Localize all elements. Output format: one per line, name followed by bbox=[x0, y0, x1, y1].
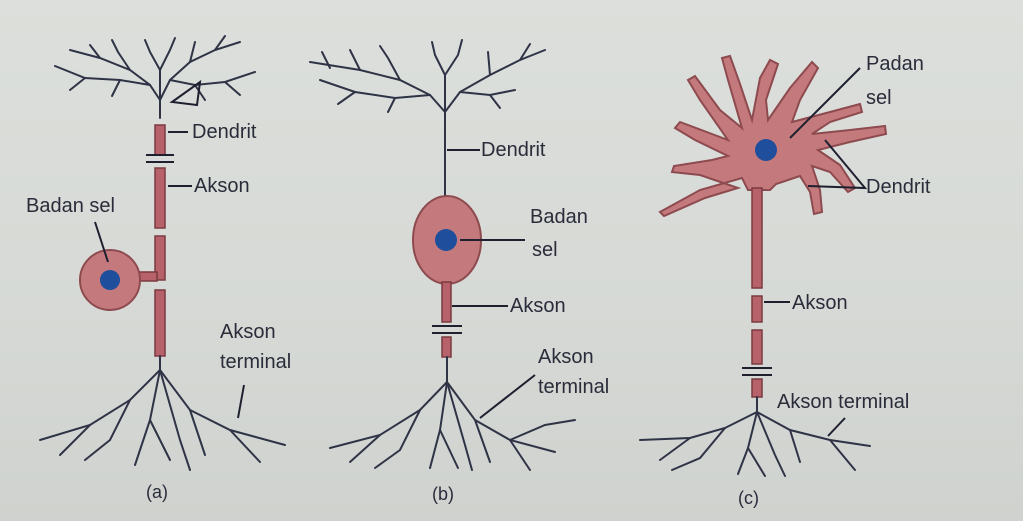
neuron-c-cell-body-label-1: Padan bbox=[866, 53, 924, 75]
neuron-c-cell-body bbox=[658, 54, 888, 218]
neuron-c-dendrite-label: Dendrit bbox=[866, 176, 931, 198]
neuron-c-axon-segment bbox=[751, 329, 763, 365]
neuron-b-terminal-label-1: Akson bbox=[538, 346, 594, 368]
neuron-b: Dendrit Badan sel Akson Akson terminal (… bbox=[309, 39, 609, 504]
neuron-a-axon-segment bbox=[154, 167, 166, 229]
neuron-c-axon-terminals bbox=[639, 396, 871, 477]
neuron-a: Dendrit Akson Badan sel Akson terminal (… bbox=[26, 35, 291, 502]
neuron-b-terminal-label-2: terminal bbox=[538, 376, 609, 398]
neuron-c-terminal-leader bbox=[827, 417, 846, 437]
neuron-a-axon-label: Akson bbox=[194, 175, 250, 197]
neuron-c-dendrite-leader bbox=[807, 139, 868, 190]
neuron-c-nucleus bbox=[755, 139, 777, 161]
neuron-a-axon-terminals bbox=[39, 355, 286, 471]
neuron-b-terminal-leader bbox=[479, 374, 536, 419]
neuron-c-axon-segment bbox=[751, 187, 763, 289]
neuron-a-dendrite-label: Dendrit bbox=[192, 121, 257, 143]
neuron-c-cell-body-leader bbox=[789, 67, 861, 139]
neuron-b-caption: (b) bbox=[432, 484, 454, 504]
neuron-c-terminal-label: Akson terminal bbox=[777, 391, 909, 413]
neuron-b-cell-body-label-2: sel bbox=[532, 239, 558, 261]
neuron-c-axon-segment bbox=[751, 295, 763, 323]
neuron-b-axon-segment bbox=[441, 281, 452, 323]
neuron-c-cell-body-label-2: sel bbox=[866, 87, 892, 109]
neuron-c: Padan sel Dendrit Akson Akson terminal (… bbox=[639, 53, 931, 508]
neuron-b-axon-label: Akson bbox=[510, 295, 566, 317]
neuron-c-axon-label: Akson bbox=[792, 292, 848, 314]
neuron-a-caption: (a) bbox=[146, 482, 168, 502]
neuron-c-axon-segment bbox=[751, 378, 763, 398]
neuron-a-nucleus bbox=[100, 270, 120, 290]
neuron-b-cell-body-label-1: Badan bbox=[530, 206, 588, 228]
neuron-b-axon-segment bbox=[441, 336, 452, 358]
neuron-b-nucleus bbox=[435, 229, 457, 251]
neuron-c-caption: (c) bbox=[738, 488, 759, 508]
neuron-a-axon-segment bbox=[154, 235, 166, 281]
neuron-a-terminal-label-1: Akson bbox=[220, 321, 276, 343]
neuron-a-dendrite-pointer bbox=[169, 79, 202, 107]
neuron-b-axon-terminals bbox=[329, 356, 576, 471]
neuron-a-dendrites bbox=[54, 35, 256, 119]
neuron-a-cell-body-leader bbox=[94, 221, 109, 263]
neuron-b-dendrites bbox=[309, 39, 546, 196]
neuron-a-axon-segment bbox=[154, 124, 166, 156]
neuron-a-axon-segment bbox=[154, 289, 166, 357]
neuron-b-dendrite-label: Dendrit bbox=[481, 139, 546, 161]
neuron-a-terminal-label-2: terminal bbox=[220, 351, 291, 373]
neuron-a-cell-body-label: Badan sel bbox=[26, 195, 115, 217]
neuron-a-terminal-leader bbox=[237, 384, 245, 419]
